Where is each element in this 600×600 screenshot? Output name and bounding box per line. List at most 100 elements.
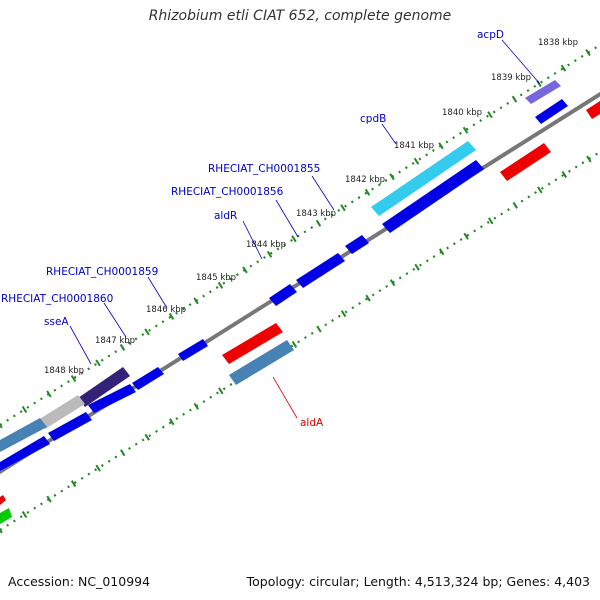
inner-major-tick	[537, 186, 543, 194]
inner-major-tick	[414, 263, 420, 271]
outer-major-tick	[242, 266, 248, 274]
outer-major-tick	[585, 49, 591, 57]
outer-major-tick	[70, 374, 77, 382]
gene-blue-left-1[interactable]	[48, 412, 92, 441]
gene-blue-left-2[interactable]	[0, 436, 50, 471]
gene-label-sseA[interactable]: sseA	[44, 316, 69, 328]
gene-rheciat-ch0001859[interactable]	[178, 339, 208, 361]
outer-major-tick	[340, 204, 346, 212]
gene-green-left-edge[interactable]	[0, 508, 12, 524]
inner-major-tick	[169, 418, 175, 426]
outer-major-tick	[438, 142, 444, 150]
leader-rheciat-ch0001855	[311, 175, 335, 211]
gene-rheciat-ch0001856[interactable]	[296, 253, 345, 288]
gene-label-rheciat-ch0001856[interactable]: RHECIAT_CH0001856	[171, 186, 284, 198]
outer-major-ticks	[0, 49, 591, 429]
inner-major-tick	[463, 232, 469, 240]
kbp-label-1848: 1848 kbp	[44, 366, 84, 376]
gene-rheciat-ch0001855[interactable]	[345, 235, 369, 254]
inner-major-tick	[340, 310, 347, 318]
leader-acpD	[501, 39, 541, 85]
gene-label-rheciat-ch0001859[interactable]: RHECIAT_CH0001859	[46, 266, 158, 278]
outer-major-tick	[511, 95, 518, 103]
outer-major-tick	[217, 281, 224, 289]
reverse-strand-genes	[0, 101, 600, 524]
gene-steel-left[interactable]	[0, 418, 47, 452]
gene-label-acpD[interactable]: acpD	[477, 29, 504, 41]
inner-major-tick	[70, 480, 77, 488]
inner-major-tick	[586, 155, 592, 163]
outer-major-tick	[193, 297, 199, 305]
outer-major-tick	[291, 235, 297, 243]
gene-rheciat-ch0001860[interactable]	[132, 367, 164, 390]
leader-rheciat-ch0001859	[147, 276, 168, 309]
outer-major-tick	[487, 111, 493, 119]
gene-label-rheciat-ch0001860[interactable]: RHECIAT_CH0001860	[1, 293, 113, 305]
kbp-label-1845: 1845 kbp	[196, 273, 236, 283]
gene-sseA[interactable]	[78, 367, 130, 407]
label-leaders	[69, 39, 541, 419]
leader-cpdB	[381, 123, 397, 145]
gene-acpD-lower[interactable]	[535, 99, 568, 124]
gene-red-aldA-upper[interactable]	[222, 323, 283, 364]
inner-major-tick	[316, 325, 322, 333]
leader-rheciat-ch0001856	[275, 199, 299, 238]
inner-major-tick	[218, 387, 224, 395]
leader-aldA	[272, 376, 298, 419]
gene-label-cpdB[interactable]: cpdB	[360, 113, 386, 125]
gene-aldR[interactable]	[269, 284, 297, 306]
inner-major-tick	[365, 294, 371, 302]
inner-major-tick	[46, 495, 52, 503]
inner-major-tick	[438, 248, 445, 256]
gene-cpdB[interactable]	[371, 141, 476, 216]
outer-major-tick	[21, 405, 28, 413]
inner-major-tick	[291, 341, 298, 348]
gene-aldA[interactable]	[229, 340, 294, 385]
map-title: Rhizobium etli CIAT 652, complete genome	[148, 8, 452, 24]
outer-major-tick	[315, 219, 322, 227]
kbp-label-1842: 1842 kbp	[345, 175, 385, 185]
gene-sseA-lower[interactable]	[88, 384, 136, 413]
gene-red-right-1[interactable]	[500, 143, 551, 181]
outer-major-tick	[95, 359, 101, 367]
kbp-label-1844: 1844 kbp	[246, 240, 286, 250]
leader-aldR	[242, 220, 263, 260]
inner-major-tick	[512, 201, 518, 209]
gene-red-left-edge[interactable]	[0, 495, 6, 505]
gene-cpdB-lower[interactable]	[382, 160, 484, 233]
gene-label-aldA[interactable]: aldA	[300, 417, 324, 429]
inner-major-tick	[488, 217, 494, 225]
outer-tick-track	[0, 44, 600, 426]
outer-major-tick	[119, 343, 126, 351]
outer-major-tick	[560, 64, 567, 72]
outer-major-tick	[144, 328, 150, 336]
outer-major-tick	[266, 250, 273, 258]
gene-label-rheciat-ch0001855[interactable]: RHECIAT_CH0001855	[208, 163, 320, 175]
kbp-label-1843: 1843 kbp	[296, 209, 336, 219]
gene-grey[interactable]	[38, 395, 85, 429]
leader-sseA	[69, 325, 92, 365]
accession-text: Accession: NC_010994	[8, 574, 151, 589]
kbp-label-1838: 1838 kbp	[538, 38, 578, 48]
gene-red-right-edge[interactable]	[586, 101, 600, 119]
kbp-label-1840: 1840 kbp	[442, 108, 482, 118]
inner-major-tick	[119, 449, 126, 457]
leader-rheciat-ch0001860	[103, 302, 127, 338]
gene-acpD[interactable]	[525, 80, 561, 104]
outer-major-tick	[462, 126, 469, 134]
kbp-label-1841: 1841 kbp	[394, 141, 434, 151]
inner-major-tick	[193, 402, 200, 410]
topology-summary: Topology: circular; Length: 4,513,324 bp…	[246, 574, 590, 589]
kbp-label-1847: 1847 kbp	[95, 336, 135, 346]
outer-major-tick	[46, 390, 52, 398]
kbp-label-1846: 1846 kbp	[146, 305, 186, 315]
inner-major-tick	[0, 528, 3, 534]
inner-major-ticks	[0, 155, 592, 534]
inner-major-tick	[561, 170, 568, 178]
inner-major-tick	[95, 464, 101, 472]
inner-major-tick	[144, 433, 150, 441]
gene-label-aldR[interactable]: aldR	[214, 210, 237, 222]
inner-major-tick	[389, 279, 396, 287]
kbp-label-1839: 1839 kbp	[491, 73, 531, 83]
